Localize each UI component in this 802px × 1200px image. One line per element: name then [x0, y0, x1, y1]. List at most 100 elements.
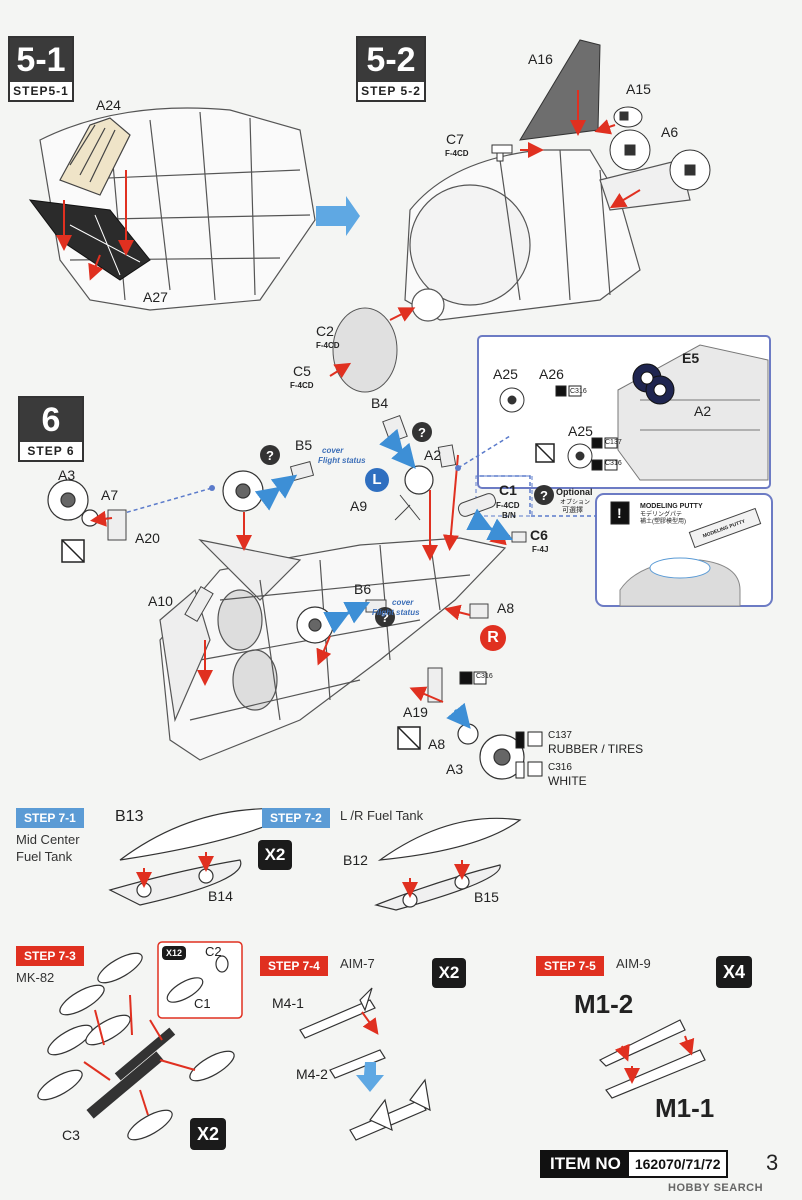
inset-label-e5: E5	[682, 350, 700, 366]
part-label-a7: A7	[101, 487, 119, 503]
part-label-c2: C2	[316, 323, 334, 339]
part-label-b15: B15	[474, 889, 499, 905]
aim9-missiles	[598, 1019, 706, 1099]
step-7-5-tag: STEP 7-5	[536, 956, 604, 976]
part-label-a24: A24	[96, 97, 121, 113]
part-label-a10: A10	[148, 593, 173, 609]
inset-small-wheels	[499, 387, 593, 469]
part-label-a3-lower: A3	[446, 761, 464, 777]
step-7-4-quantity: X2	[432, 958, 466, 988]
part-label-a8-lower: A8	[428, 736, 446, 752]
part-label-a8: A8	[497, 600, 515, 616]
mk82-inset-quantity: X12	[162, 946, 186, 960]
part-label-a16: A16	[528, 51, 553, 67]
step-7-2-caption: L /R Fuel Tank	[340, 808, 424, 823]
no-glue-icons	[61, 443, 555, 750]
part-label-a6: A6	[661, 124, 679, 140]
part-label-b13: B13	[115, 808, 144, 825]
svg-text:?: ?	[266, 448, 274, 463]
optional-label-cn: 可選擇	[562, 507, 583, 514]
svg-text:!: !	[617, 505, 622, 521]
a15-part	[613, 106, 643, 128]
svg-text:?: ?	[418, 425, 426, 440]
step-6-badge: 6 STEP 6	[18, 396, 84, 462]
part-label-c1: C1	[499, 482, 517, 498]
inset-paint-c316-lower: C316	[605, 460, 622, 467]
legend-name-white: WHITE	[548, 774, 587, 788]
inset-label-a26: A26	[539, 366, 564, 382]
part-label-c5: C5	[293, 363, 311, 379]
putty-tube	[688, 507, 762, 549]
inset-label-a25-lower: A25	[568, 423, 593, 439]
putty-jp: モデリングパテ	[640, 512, 683, 518]
part-label-a20: A20	[135, 530, 160, 546]
inset-paint-c137: C137	[605, 439, 622, 446]
c7-part	[491, 144, 513, 162]
step-7-3-caption: MK-82	[16, 970, 55, 985]
part-label-b5: B5	[295, 437, 313, 453]
part-note-c1-a: F-4CD	[496, 501, 520, 510]
step-7-1-tag: STEP 7-1	[16, 808, 84, 828]
a6-wheels	[609, 129, 711, 191]
step-7-1-caption-2: Fuel Tank	[16, 849, 73, 864]
page-number: 3	[766, 1150, 779, 1175]
left-side-marker: L	[365, 468, 389, 492]
part-label-a15: A15	[626, 81, 651, 97]
part-label-a9: A9	[350, 498, 368, 514]
inset-label-a25: A25	[493, 366, 518, 382]
part-label-m1-1: M1-1	[655, 1093, 715, 1123]
item-number-value: 162070/71/72	[628, 1152, 727, 1176]
part-label-c1-bomb: C1	[194, 996, 211, 1011]
help-icons	[260, 422, 554, 627]
step-5-1-badge: 5-1 STEP5-1	[8, 36, 74, 102]
svg-text:?: ?	[381, 610, 389, 625]
watermark-text: HOBBY SEARCH	[668, 1182, 764, 1194]
part-note-c7: F-4CD	[445, 149, 469, 158]
paint-swatches	[459, 385, 630, 779]
step-7-4-caption: AIM-7	[340, 956, 375, 971]
optional-label: Optional	[556, 487, 593, 497]
step-7-3-tag: STEP 7-3	[16, 946, 84, 966]
part-note-c1-b: B/N	[502, 511, 516, 520]
step-5-1-number: 5-1	[10, 38, 72, 82]
part-note-c2: F-4CD	[316, 341, 340, 350]
step-7-4-tag: STEP 7-4	[260, 956, 328, 976]
part-label-c3: C3	[62, 1127, 80, 1143]
step-7-2-tag: STEP 7-2	[262, 808, 330, 828]
legend-name-rubber: RUBBER / TIRES	[548, 742, 644, 756]
part-label-b4: B4	[371, 395, 389, 411]
putty-title: MODELING PUTTY	[640, 503, 703, 510]
flight-status-label-b5: Flight status	[318, 456, 366, 465]
part-note-c6: F-4J	[532, 545, 549, 554]
part-label-a19: A19	[403, 704, 428, 720]
step6-small-parts	[107, 414, 527, 703]
step-7-1-caption-1: Mid Center	[16, 832, 80, 847]
optional-label-jp: オプション	[560, 500, 591, 506]
step-7-5-caption: AIM-9	[616, 956, 651, 971]
svg-text:?: ?	[540, 488, 548, 503]
part-label-b14: B14	[208, 888, 233, 904]
part-label-c6: C6	[530, 527, 548, 543]
cover-label-b6: cover	[392, 598, 414, 607]
right-side-marker: R	[480, 625, 506, 651]
item-number-box: ITEM NO 162070/71/72	[540, 1150, 729, 1178]
part-label-b6: B6	[354, 581, 372, 597]
inset-label-a2: A2	[694, 403, 712, 419]
next-step-arrow	[316, 196, 360, 236]
c2-canopy	[332, 307, 398, 393]
legend-code-c137: C137	[548, 730, 572, 741]
flight-status-label-b6: Flight status	[372, 608, 420, 617]
part-label-m4-2: M4-2	[296, 1066, 328, 1082]
part-label-m4-1: M4-1	[272, 995, 304, 1011]
part-label-c7: C7	[446, 131, 464, 147]
inset-paint-c316: C316	[570, 388, 587, 395]
step-7-3-quantity: X2	[190, 1118, 226, 1150]
part-note-c5: F-4CD	[290, 381, 314, 390]
aim7-missiles	[299, 987, 431, 1141]
step-6-number: 6	[20, 398, 82, 442]
mk82-bombs	[37, 952, 235, 1141]
paint-code-a19: C316	[476, 673, 493, 680]
step-5-2-label: STEP 5-2	[361, 84, 421, 98]
step-7-2-quantity: X2	[258, 840, 292, 870]
